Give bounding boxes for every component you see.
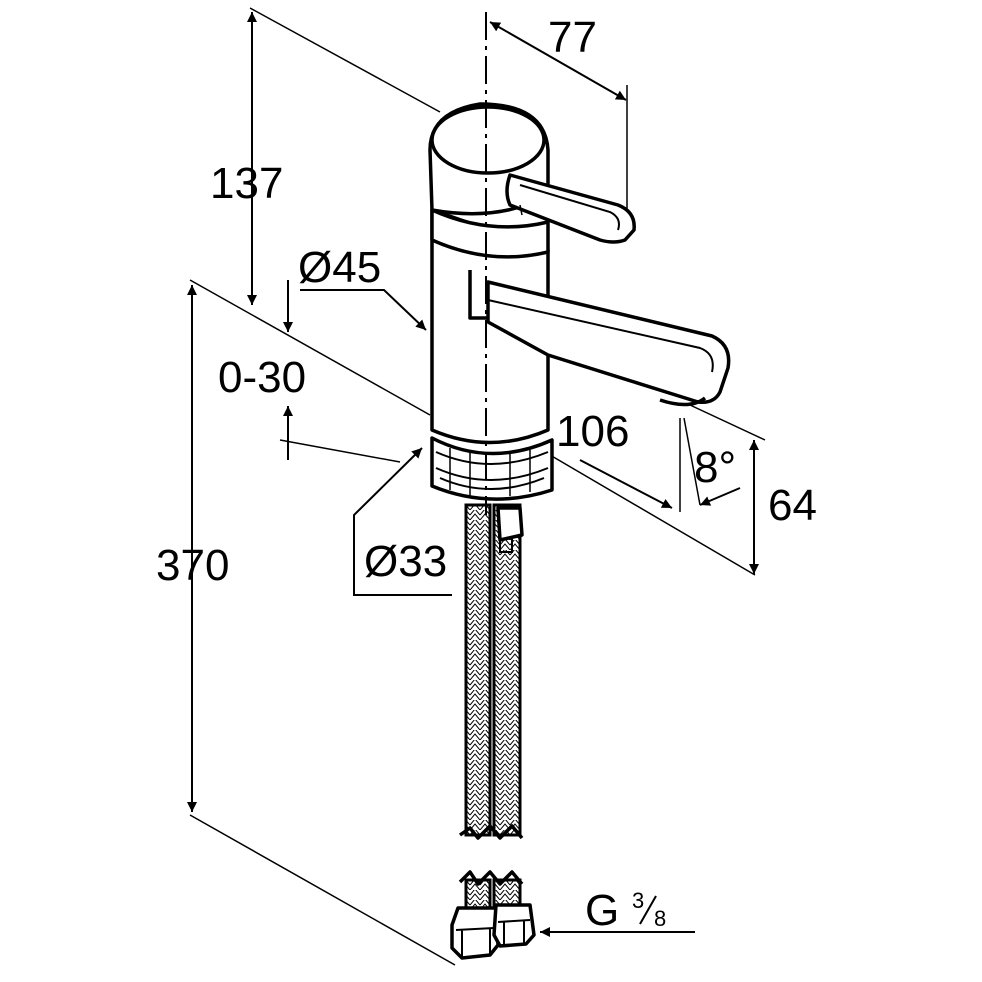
- leader-33: [353, 447, 452, 596]
- label-diameter-45: Ø45: [298, 243, 381, 292]
- label-0-30: 0-30: [218, 353, 306, 402]
- label-137: 137: [210, 159, 283, 208]
- dim-line-77: [489, 21, 627, 101]
- label-64: 64: [768, 481, 817, 530]
- dimension-labels: 137 77 Ø45 0-30 106 8° 64 370 Ø33 G 3 8: [156, 13, 817, 935]
- label-thread-g: G: [585, 886, 619, 935]
- dim-line-106b: [579, 459, 673, 509]
- label-106: 106: [556, 407, 629, 456]
- dim-line-8deg: [699, 487, 741, 506]
- label-370: 370: [156, 541, 229, 590]
- label-thread-numerator: 3: [632, 888, 644, 913]
- label-8-degrees: 8°: [694, 443, 736, 492]
- label-diameter-33: Ø33: [364, 537, 447, 586]
- label-thread-denominator: 8: [654, 906, 666, 931]
- supply-hoses: [450, 503, 536, 960]
- extension-lines: [189, 7, 766, 966]
- label-77: 77: [548, 13, 597, 62]
- leader-45: [300, 289, 427, 331]
- faucet-body: [428, 102, 731, 501]
